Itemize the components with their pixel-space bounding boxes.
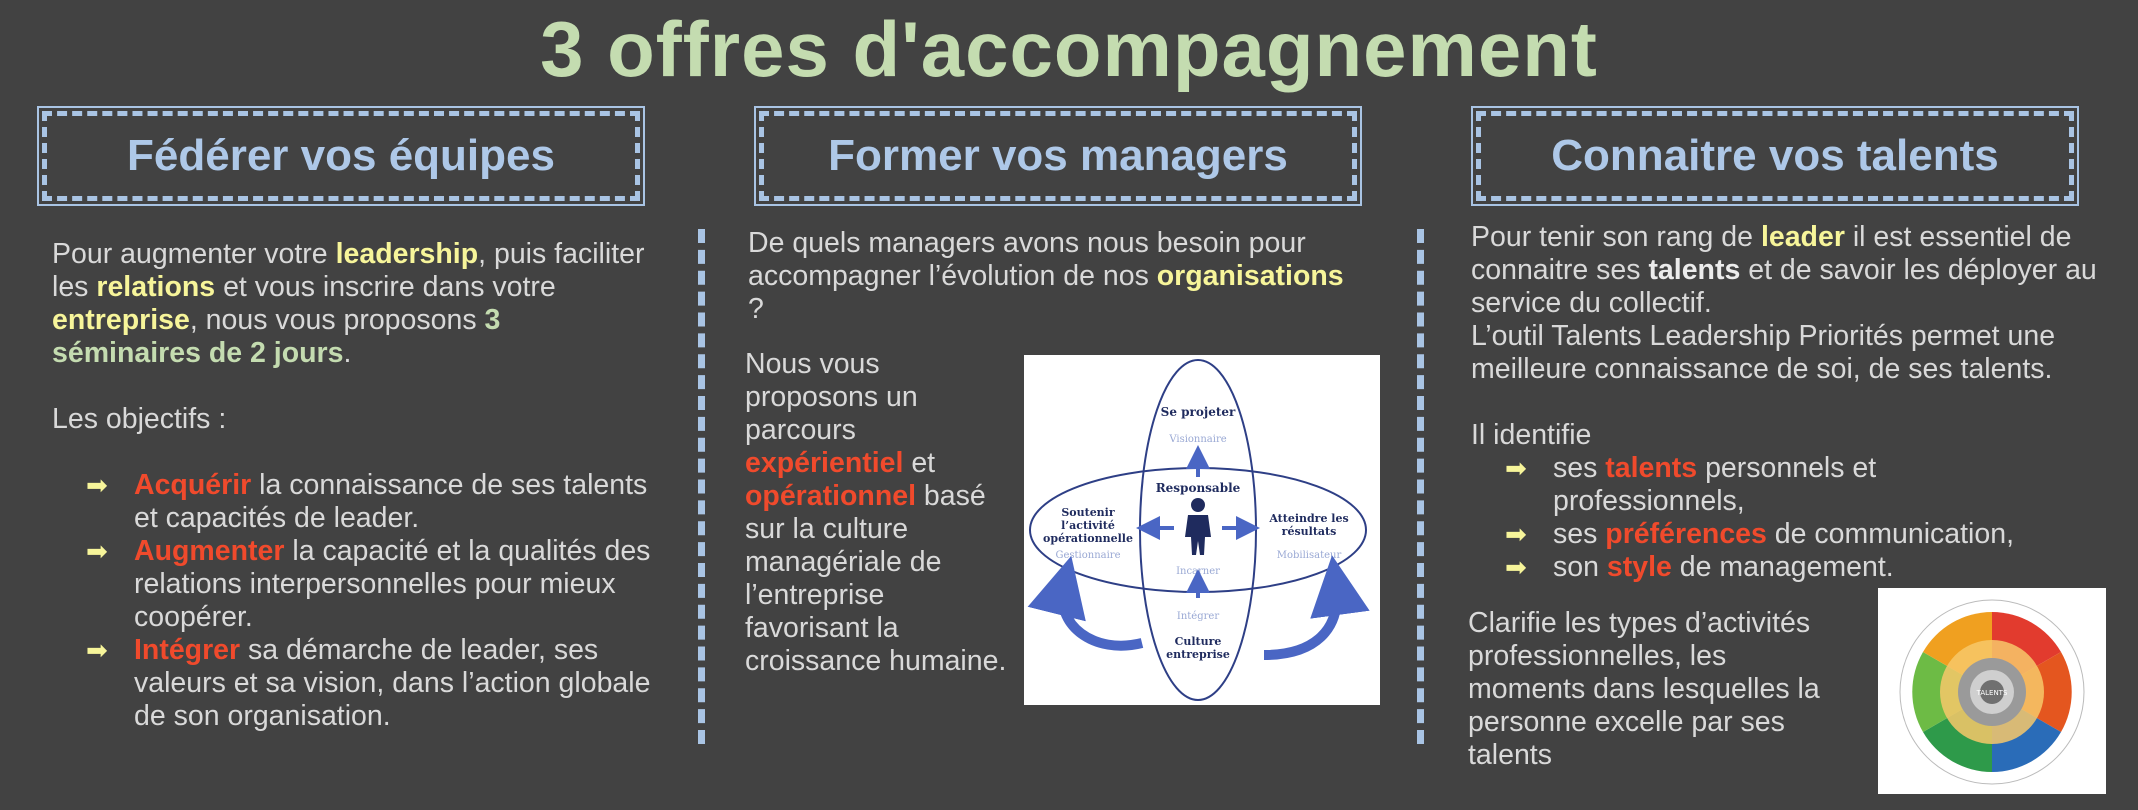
diagram-sublabel-bottom: Intégrer — [1177, 611, 1219, 622]
person-icon — [1185, 498, 1211, 555]
col3-identifies-label: Il identifie — [1471, 419, 1592, 451]
diagram-label-left-1: Soutenir — [1061, 506, 1115, 519]
right-arrow-icon: ➡ — [1505, 453, 1527, 483]
diagram-label-bottom-1: Culture — [1175, 635, 1222, 648]
curved-arrow-right-icon — [1263, 555, 1370, 660]
list-item: ➡ ses talents personnels et professionne… — [1505, 452, 1877, 517]
col3-p3: Clarifie les types d’activités professio… — [1468, 607, 1820, 771]
header-federer: Fédérer vos équipes — [37, 106, 645, 206]
list-item: ➡ Augmenter la capacité et la qualités d… — [86, 535, 651, 633]
diagram-label-left-2: l’activité — [1061, 519, 1115, 532]
list-item: ➡ Acquérir la connaissance de ses talent… — [86, 469, 648, 534]
col1-objectives-list: ➡ Acquérir la connaissance de ses talent… — [86, 469, 654, 733]
right-arrow-icon: ➡ — [86, 470, 108, 500]
right-arrow-icon: ➡ — [1505, 519, 1527, 549]
header-connaitre: Connaitre vos talents — [1471, 106, 2079, 206]
diagram-label-left-3: opérationnelle — [1043, 532, 1133, 545]
header-former: Former vos managers — [754, 106, 1362, 206]
col3-p1: Pour tenir son rang de leader il est ess… — [1471, 221, 2097, 319]
col1-objectives-label: Les objectifs : — [52, 403, 227, 435]
col2-question: De quels managers avons nous besoin pour… — [748, 227, 1344, 325]
diagram-label-bottom-2: entreprise — [1166, 648, 1230, 661]
list-item: ➡ son style de management. — [1505, 551, 1894, 583]
wheel-center-label: TALENTS — [1976, 689, 2008, 697]
right-arrow-icon: ➡ — [86, 635, 108, 665]
right-arrow-icon: ➡ — [1505, 552, 1527, 582]
diagram-sublabel-top: Visionnaire — [1168, 434, 1226, 445]
divider-right — [1417, 229, 1424, 744]
divider-left — [698, 229, 705, 744]
list-item: ➡ ses préférences de communication, — [1505, 518, 2014, 550]
diagram-label-right-2: résultats — [1282, 525, 1337, 538]
diagram-sublabel-right: Mobilisateur — [1277, 550, 1342, 561]
curved-arrow-left-icon — [1027, 555, 1144, 651]
diagram-label-center: Responsable — [1156, 481, 1241, 495]
page-title: 3 offres d'accompagnement — [540, 5, 1598, 93]
list-item: ➡ Intégrer sa démarche de leader, ses va… — [86, 634, 651, 732]
diagram-label-top: Se projeter — [1161, 405, 1236, 419]
diagram-sublabel-center: Incarner — [1176, 566, 1220, 577]
manager-diagram: Se projeter Visionnaire Responsable Inca… — [1024, 355, 1380, 705]
col3-p2: L’outil Talents Leadership Priorités per… — [1471, 320, 2056, 385]
col3-identifies-list: ➡ ses talents personnels et professionne… — [1505, 452, 2073, 584]
diagram-sublabel-left: Gestionnaire — [1055, 550, 1120, 561]
right-arrow-icon: ➡ — [86, 536, 108, 566]
diagram-label-right-1: Atteindre les — [1268, 512, 1348, 525]
col1-intro: Pour augmenter votre leadership, puis fa… — [52, 238, 645, 369]
talents-wheel: TALENTS — [1878, 588, 2106, 794]
col2-proposal: Nous vous proposons un parcours expérien… — [745, 348, 1007, 677]
